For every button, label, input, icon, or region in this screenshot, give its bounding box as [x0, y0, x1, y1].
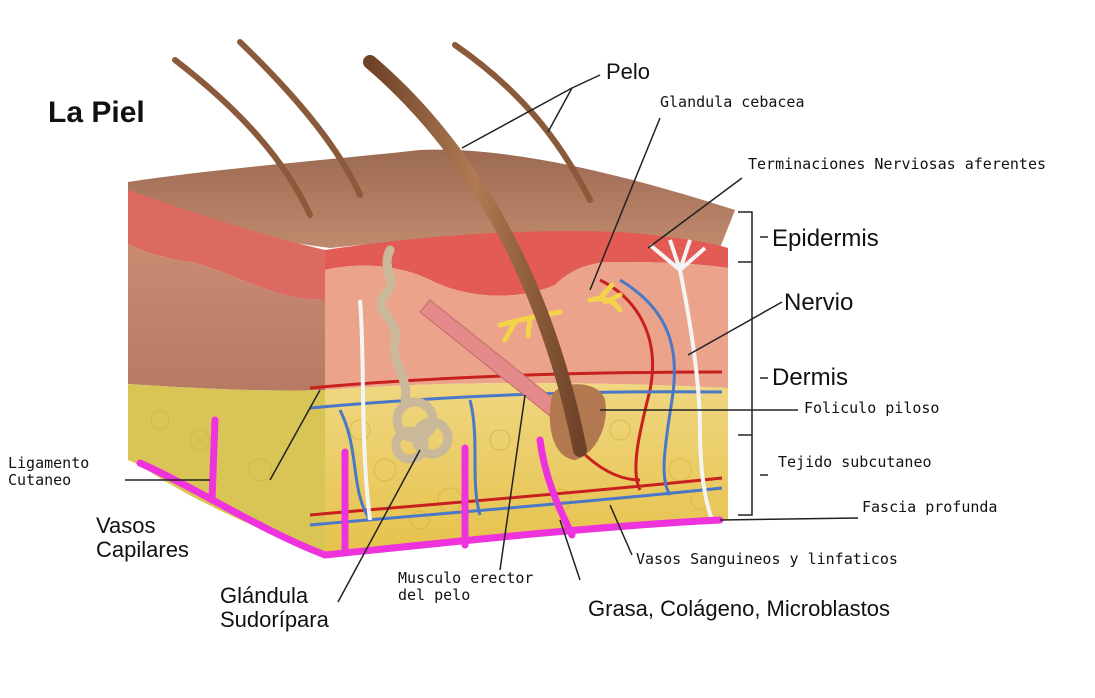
- side-epidermis: [128, 190, 325, 300]
- nerve: [358, 239, 714, 521]
- sebaceous-gland: [497, 282, 623, 343]
- label-musculo: Musculo erector del pelo: [398, 569, 534, 604]
- layer-brackets: [738, 211, 768, 516]
- side-subcutaneous: [128, 384, 325, 555]
- label-glandula-cebacea: Glandula cebacea: [660, 93, 805, 111]
- label-foliculo: Foliculo piloso: [804, 399, 940, 417]
- skin-surface: [128, 149, 735, 248]
- veins: [309, 278, 723, 527]
- front-subcutaneous: [325, 383, 728, 555]
- label-terminaciones: Terminaciones Nerviosas aferentes: [748, 155, 1047, 173]
- sweat-gland: [376, 245, 453, 464]
- label-nervio: Nervio: [784, 289, 854, 316]
- label-ligamento: Ligamento Cutaneo: [8, 454, 90, 489]
- fascia: [136, 416, 724, 559]
- arteries: [309, 278, 723, 517]
- label-vasos-sanguineos: Vasos Sanguineos y linfaticos: [636, 550, 898, 568]
- label-dermis: Dermis: [772, 364, 848, 391]
- label-glandula-sudoripara: Glándula Sudorípara: [220, 583, 329, 633]
- side-dermis: [128, 244, 325, 391]
- label-pelo: Pelo: [606, 59, 651, 84]
- label-vasos-capilares: Vasos Capilares: [96, 513, 189, 563]
- leader-lines: [125, 74, 859, 603]
- label-tejido: Tejido subcutaneo: [778, 453, 932, 471]
- label-epidermis: Epidermis: [772, 225, 879, 252]
- diagram-title: La Piel: [48, 96, 145, 129]
- label-grasa: Grasa, Colágeno, Microblastos: [588, 596, 891, 621]
- front-dermis: [325, 262, 728, 390]
- label-fascia: Fascia profunda: [862, 498, 998, 516]
- hairs: [172, 39, 593, 457]
